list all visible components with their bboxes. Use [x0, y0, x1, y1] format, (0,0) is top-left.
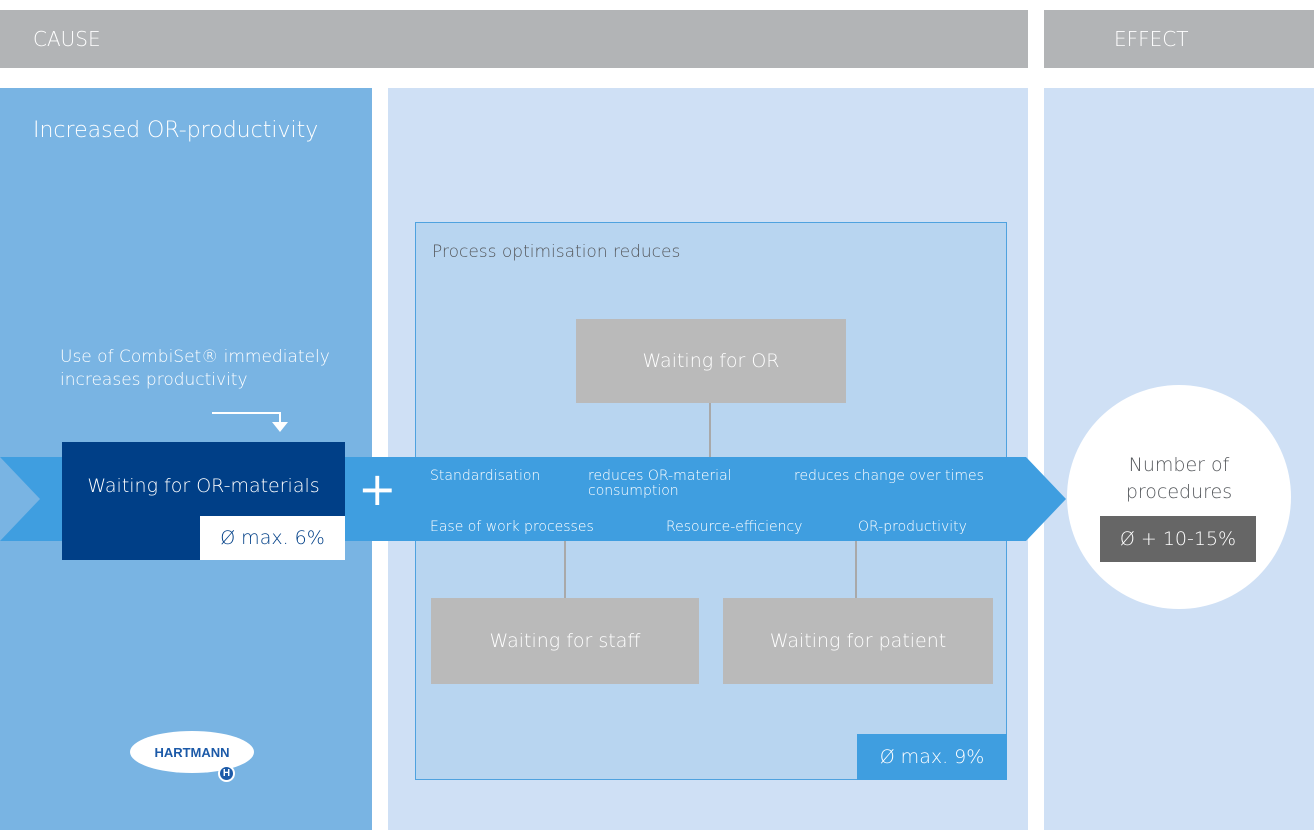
- effect-header: EFFECT: [1044, 10, 1314, 68]
- or-materials-label: Waiting for OR-materials: [87, 475, 320, 497]
- label-or-productivity: OR-productivity: [858, 519, 967, 535]
- effect-header-label: EFFECT: [1114, 27, 1189, 51]
- combiset-note: Use of CombiSet® immediately increases p…: [60, 346, 330, 392]
- connector-top: [709, 403, 711, 458]
- process-value: Ø max. 9%: [857, 734, 1007, 780]
- cause-header-label: CAUSE: [33, 27, 101, 51]
- process-title: Process optimisation reduces: [432, 242, 681, 262]
- cause-title: Increased OR-productivity: [33, 118, 319, 143]
- waiting-for-patient-box: Waiting for patient: [723, 598, 993, 684]
- label-change-over-times: reduces change over times: [794, 468, 984, 484]
- label-resource-efficiency: Resource-efficiency: [666, 519, 803, 535]
- connector-left: [564, 540, 566, 598]
- hartmann-emblem-icon: H: [218, 765, 235, 782]
- label-material-consumption: reduces OR-material consumption: [588, 468, 732, 499]
- combiset-note-line1: Use of CombiSet® immediately: [60, 347, 330, 367]
- plus-icon: +: [358, 462, 397, 516]
- label-ease-of-work: Ease of work processes: [430, 519, 594, 535]
- label-standardisation: Standardisation: [430, 468, 541, 484]
- hartmann-logo: HARTMANN: [130, 731, 254, 773]
- combiset-note-line2: increases productivity: [60, 370, 248, 390]
- effect-label-line1: Number of: [1128, 454, 1230, 476]
- effect-label: Number of procedures: [1067, 452, 1291, 506]
- small-arrow-icon: [212, 412, 288, 432]
- cause-header: CAUSE: [0, 10, 1028, 68]
- or-materials-value: Ø max. 6%: [200, 516, 345, 560]
- effect-label-line2: procedures: [1125, 481, 1233, 503]
- effect-value: Ø + 10-15%: [1100, 516, 1256, 562]
- connector-right: [855, 540, 857, 598]
- hartmann-logo-text: HARTMANN: [154, 744, 230, 760]
- effect-circle: [1067, 385, 1291, 609]
- waiting-for-staff-box: Waiting for staff: [431, 598, 699, 684]
- waiting-for-or-box: Waiting for OR: [576, 319, 846, 403]
